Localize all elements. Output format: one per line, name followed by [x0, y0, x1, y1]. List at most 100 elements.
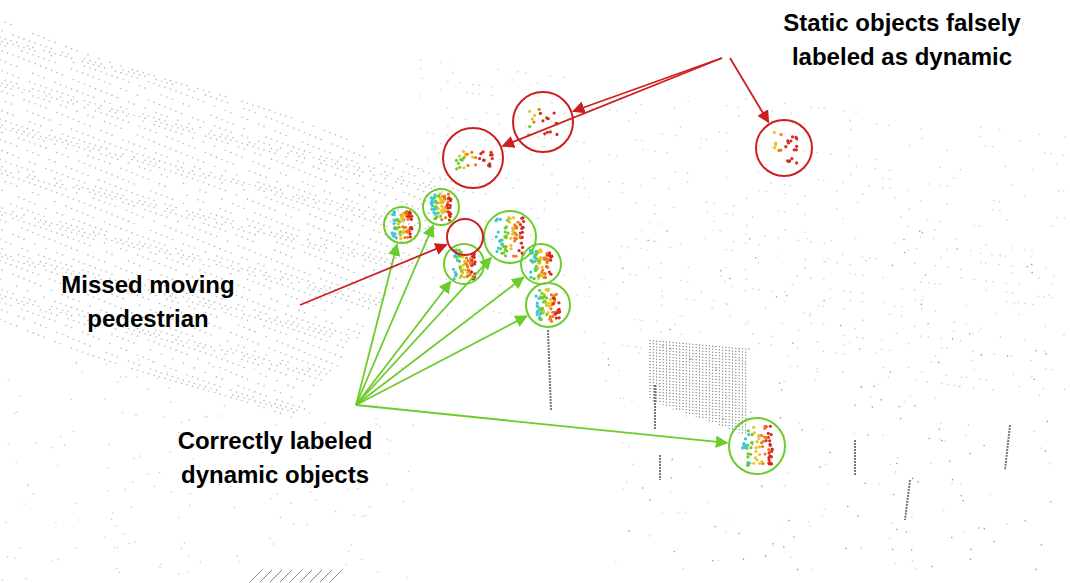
cloud-point — [71, 128, 73, 130]
cloud-point — [265, 136, 267, 138]
cloud-point — [54, 42, 56, 44]
cloud-point — [93, 64, 95, 66]
cloud-point — [329, 152, 331, 154]
cloud-point — [247, 299, 249, 301]
cloud-point — [60, 187, 62, 189]
cloud-point — [27, 52, 29, 54]
cloud-point — [32, 88, 34, 90]
cloud-point — [194, 215, 196, 217]
cloud-point — [263, 265, 265, 267]
cloud-point — [106, 230, 108, 232]
cloud-point — [38, 90, 40, 92]
cloud-point — [315, 336, 317, 338]
cloud-point — [263, 325, 265, 327]
cloud-point — [120, 65, 122, 67]
cloud-point — [282, 123, 284, 125]
cloud-point — [159, 143, 161, 145]
cloud-point — [49, 183, 51, 185]
cloud-point — [298, 148, 300, 150]
cloud-point — [252, 104, 254, 106]
cloud-point — [131, 212, 133, 214]
cloud-point — [120, 88, 122, 90]
cloud-point — [232, 261, 234, 263]
cloud-point — [67, 53, 69, 55]
cloud-point — [98, 233, 100, 235]
cloud-point — [155, 132, 157, 134]
cloud-point — [324, 230, 326, 232]
cloud-point — [232, 123, 234, 125]
cloud-point — [148, 238, 150, 240]
cloud-point — [126, 108, 128, 110]
cloud-point — [10, 214, 12, 216]
cloud-point — [153, 165, 155, 167]
cloud-point — [117, 118, 119, 120]
cloud-point — [106, 132, 108, 134]
cloud-point — [170, 205, 172, 207]
cloud-point — [54, 268, 56, 270]
cloud-point — [29, 101, 31, 103]
cloud-point — [315, 195, 317, 197]
cloud-point — [65, 46, 67, 48]
cloud-point — [304, 150, 306, 152]
cloud-point — [205, 219, 207, 221]
cloud-point — [170, 108, 172, 110]
cloud-point — [120, 147, 122, 149]
cloud-point — [313, 364, 315, 366]
cloud-point — [89, 165, 91, 167]
cloud-point — [285, 214, 287, 216]
cloud-point — [247, 319, 249, 321]
cloud-point — [172, 98, 174, 100]
cloud-point — [353, 256, 355, 258]
cloud-point — [219, 248, 221, 250]
cloud-point — [197, 99, 199, 101]
cloud-point — [397, 230, 399, 232]
cloud-point — [269, 185, 271, 187]
cloud-point — [353, 331, 355, 333]
cloud-point — [0, 43, 1, 45]
cloud-point — [243, 327, 245, 329]
cloud-point — [258, 106, 260, 108]
cloud-point — [106, 251, 108, 253]
cloud-point — [315, 328, 317, 330]
cloud-point — [346, 139, 348, 141]
cloud-point — [192, 117, 194, 119]
cloud-point — [84, 107, 86, 109]
cloud-point — [95, 193, 97, 195]
cloud-point — [38, 222, 40, 224]
cloud-point — [65, 166, 67, 168]
cloud-point — [320, 338, 322, 340]
cloud-point — [296, 194, 298, 196]
cloud-point — [445, 179, 447, 181]
cloud-point — [100, 105, 102, 107]
cloud-point — [315, 176, 317, 178]
cloud-point — [43, 50, 45, 52]
cloud-point — [254, 317, 256, 319]
cloud-point — [302, 244, 304, 246]
cloud-point — [67, 269, 69, 271]
cloud-point — [38, 138, 40, 140]
cloud-point — [56, 224, 58, 226]
cloud-point — [340, 332, 342, 334]
cloud-point — [12, 34, 14, 36]
cloud-point — [403, 180, 405, 182]
cloud-point — [280, 237, 282, 239]
cloud-point — [82, 235, 84, 237]
cloud-point — [161, 215, 163, 217]
cloud-point — [260, 154, 262, 156]
cloud-point — [274, 249, 276, 251]
cloud-point — [309, 254, 311, 256]
cloud-point — [7, 112, 9, 114]
cloud-point — [280, 172, 282, 174]
cloud-point — [73, 96, 75, 98]
cloud-point — [249, 289, 251, 291]
cloud-point — [56, 273, 58, 275]
cloud-point — [337, 292, 339, 294]
cloud-point — [45, 95, 47, 97]
cloud-point — [117, 216, 119, 218]
cloud-point — [54, 136, 56, 138]
cloud-point — [111, 134, 113, 136]
cloud-point — [260, 294, 262, 296]
cloud-point — [397, 210, 399, 212]
cloud-point — [291, 151, 293, 153]
cloud-point — [414, 183, 416, 185]
